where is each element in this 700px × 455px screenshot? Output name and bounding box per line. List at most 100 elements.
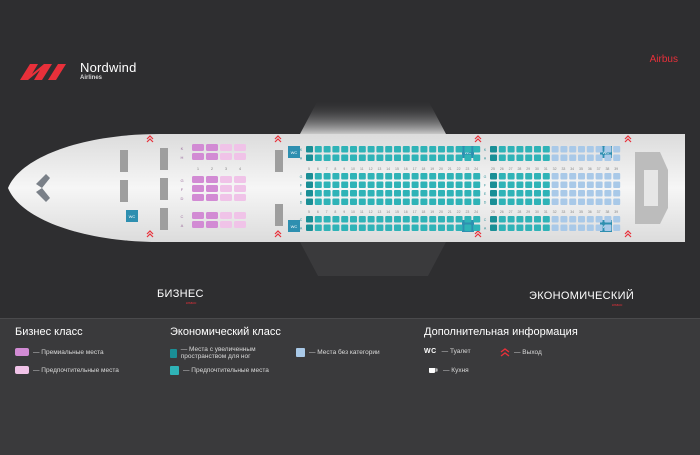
economy-seat [473,181,481,188]
economy-seat [464,154,472,161]
business-seat [206,144,218,151]
economy-seat [525,154,533,161]
economy-row-number: 11 [360,167,364,171]
economy-row-number: 39 [614,210,618,214]
economy-seat [306,216,313,223]
economy-row-number: 24 [474,210,478,214]
legend-toilet-text: — Туалет [441,348,471,355]
economy-seat [411,146,419,153]
economy-row-number: 21 [448,210,452,214]
economy-seat [464,173,472,180]
economy-seat-letter: E [484,192,487,196]
economy-seat [367,198,375,205]
economy-seat [490,224,497,231]
economy-row-number: 26 [500,167,504,171]
economy-row-number: 15 [395,210,399,214]
economy-row-number: 29 [526,210,530,214]
legend-exit-text: — Выход [514,349,542,356]
logo-sub: Airlines [80,75,103,81]
economy-seat [595,198,603,205]
galley-block [120,180,128,202]
economy-seat [394,198,401,205]
economy-row-number: 13 [377,210,381,214]
economy-row-number: 29 [526,167,530,171]
economy-seat [516,224,524,231]
economy-row-number: 26 [500,210,504,214]
economy-row-number: 25 [491,210,495,214]
economy-row-number: 16 [404,167,408,171]
economy-seat [376,146,384,153]
economy-seat [569,181,577,188]
economy-seat [394,224,401,231]
business-seat [234,185,246,192]
economy-seat [498,173,506,180]
economy-seat [438,181,445,188]
economy-seat [402,146,410,153]
wc-block [126,210,138,222]
economy-row-number: 37 [597,210,601,214]
economy-seat [402,154,410,161]
economy-seat [411,216,419,223]
economy-seat [560,146,568,153]
economy-seat [613,146,621,153]
economy-seat [464,181,472,188]
economy-seat [455,198,463,205]
economy-seat [332,154,340,161]
economy-seat-letter: C [484,218,487,222]
economy-seat [402,224,410,231]
economy-seat [332,198,340,205]
legend-divider [0,318,700,319]
economy-seat [376,154,384,161]
exit-icon [500,348,510,357]
exit-icon [624,230,632,238]
economy-seat [350,190,357,197]
economy-row-number: 7 [326,167,328,171]
economy-seat [586,198,594,205]
economy-seat [350,216,357,223]
economy-seat [534,198,541,205]
business-seat [206,185,218,192]
standard-seat-swatch [296,348,305,357]
wc-label: WC [129,214,136,219]
economy-seat [542,146,550,153]
economy-row-number: 6 [317,210,319,214]
economy-seat [586,216,594,223]
economy-row-number: 13 [377,167,381,171]
economy-seat [358,216,366,223]
economy-seat [350,224,357,231]
legend-economy-standard: — Места без категории [296,348,380,357]
economy-seat [464,190,472,197]
galley-block [160,178,168,200]
economy-row-number: 23 [465,167,469,171]
economy-seat [394,173,401,180]
economy-seat [490,154,497,161]
economy-seat [578,198,585,205]
economy-seat [367,173,375,180]
economy-seat [314,154,322,161]
economy-row-number: 38 [605,167,609,171]
economy-seat [595,173,603,180]
economy-seat [534,154,541,161]
economy-seat [498,224,506,231]
economy-seat [341,154,349,161]
economy-seat [534,190,541,197]
legend-business-title: Бизнес класс [15,326,83,338]
economy-seat [455,173,463,180]
economy-seat [473,216,481,223]
economy-seat [429,154,437,161]
economy-seat [376,190,384,197]
economy-seat [385,154,393,161]
economy-seat [341,146,349,153]
economy-seat [429,216,437,223]
economy-row-number: 5 [308,167,310,171]
economy-row-number: 34 [570,210,574,214]
economy-seat [578,173,585,180]
economy-seat [367,190,375,197]
economy-row-number: 24 [474,167,478,171]
economy-seat [455,154,463,161]
economy-seat [507,154,515,161]
economy-seat [534,173,541,180]
economy-row-number: 28 [517,210,521,214]
cockpit-window-top [36,174,50,188]
economy-row-number: 39 [614,167,618,171]
